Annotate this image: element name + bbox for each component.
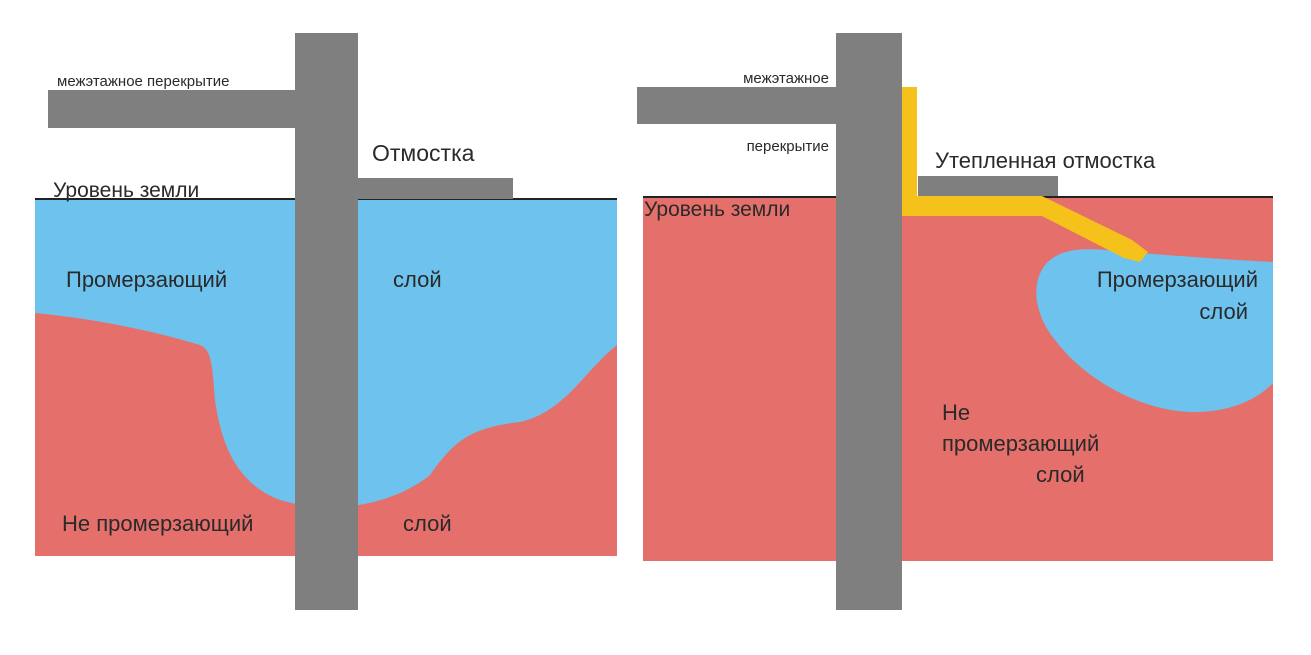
- right-floor-slab: [637, 87, 837, 124]
- left-floor-label: межэтажное перекрытие: [57, 73, 230, 90]
- left-frozen-label-right: слой: [393, 267, 442, 292]
- left-unfrozen-label: Не промерзающий: [62, 511, 253, 536]
- left-ground-label: Уровень земли: [53, 179, 199, 202]
- right-floor-label-bottom: перекрытие: [747, 138, 829, 155]
- right-floor-label-top: межэтажное: [743, 70, 829, 87]
- right-unfrozen-label-line2: промерзающий: [942, 431, 1099, 456]
- left-blind-area: [355, 178, 513, 199]
- left-frozen-label: Промерзающий: [66, 267, 227, 292]
- left-blind-area-label: Отмостка: [372, 140, 475, 166]
- left-unfrozen-label-right: слой: [403, 511, 452, 536]
- right-frozen-pocket: [1036, 249, 1273, 413]
- left-foundation-wall: [295, 33, 358, 610]
- right-ground-label: Уровень земли: [644, 198, 790, 221]
- right-frozen-label-line1: Промерзающий: [1097, 267, 1258, 292]
- right-unfrozen-label-line3: слой: [1036, 462, 1085, 487]
- right-blind-area-label: Утепленная отмостка: [935, 148, 1156, 173]
- right-unfrozen-label-line1: Не: [942, 400, 970, 425]
- right-blind-area: [918, 176, 1058, 196]
- left-floor-slab: [48, 90, 298, 128]
- left-unfrozen-soil: [35, 313, 617, 556]
- right-insulation-layer: [901, 87, 1148, 262]
- left-panel: межэтажное перекрытие Отмостка Уровень з…: [35, 33, 617, 610]
- right-frozen-label-line2: слой: [1199, 299, 1248, 324]
- right-panel: межэтажное перекрытие Утепленная отмостк…: [637, 33, 1273, 610]
- right-foundation-wall: [836, 33, 902, 610]
